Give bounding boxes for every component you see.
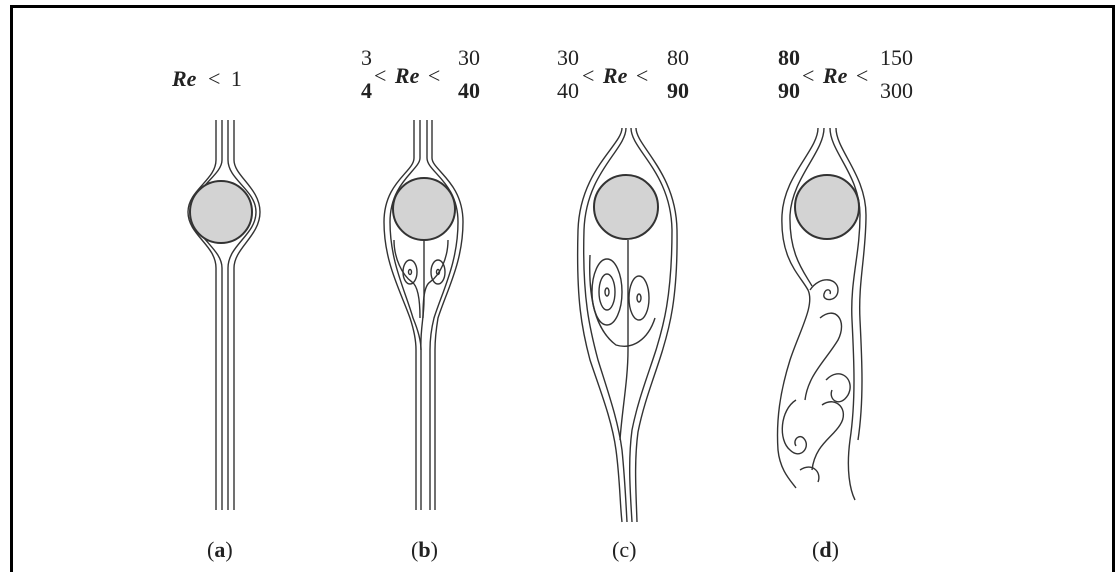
panel-a-re: Re (171, 66, 197, 91)
panel-b-caption-letter: b (418, 537, 430, 562)
panel-c-left-top: 30 (557, 45, 579, 70)
panel-b-condition: 3 4 < Re < 30 40 (361, 45, 480, 103)
panel-a-caption-letter: a (214, 537, 225, 562)
panel-c-condition: 30 40 < Re < 80 90 (557, 45, 689, 103)
panel-b-right-top: 30 (458, 45, 480, 70)
panel-d: 80 90 < Re < 150 300 (778, 45, 914, 562)
panel-b-caption: (b) (411, 537, 438, 562)
panel-d-left-bottom: 90 (778, 78, 800, 103)
panel-b-mid: < Re < (374, 63, 440, 88)
panel-c-right-top: 80 (667, 45, 689, 70)
panel-a-caption: (a) (207, 537, 233, 562)
panel-c-mid: < Re < (582, 63, 648, 88)
panel-a-condition: Re < 1 (171, 66, 242, 91)
panel-c-cylinder (594, 175, 658, 239)
panel-c-eddies (592, 259, 649, 325)
panel-b-cylinder (393, 178, 455, 240)
panel-a-cylinder (190, 181, 252, 243)
panel-a: Re < 1 (a) (171, 66, 260, 562)
panel-a-bound: 1 (231, 66, 242, 91)
panel-b-left-top: 3 (361, 45, 372, 70)
panel-c-right-bottom: 90 (667, 78, 689, 103)
panel-b: 3 4 < Re < 30 40 (361, 45, 480, 562)
panel-d-right-bottom: 300 (880, 78, 913, 103)
panel-a-op: < (208, 66, 220, 91)
panel-d-caption-letter: d (819, 537, 831, 562)
panel-c-caption-letter: c (619, 537, 629, 562)
panel-d-condition: 80 90 < Re < 150 300 (778, 45, 913, 103)
panel-c-left-bottom: 40 (557, 78, 579, 103)
panel-c-caption: (c) (612, 537, 636, 562)
panel-d-right-top: 150 (880, 45, 913, 70)
panel-d-cylinder (795, 175, 859, 239)
panel-d-left-top: 80 (778, 45, 800, 70)
panel-b-right-bottom: 40 (458, 78, 480, 103)
panel-d-caption: (d) (812, 537, 839, 562)
panel-a-streamlines (188, 120, 260, 510)
panel-d-mid: < Re < (802, 63, 868, 88)
panel-b-left-bottom: 4 (361, 78, 372, 103)
panel-c: 30 40 < Re < 80 90 (557, 45, 689, 562)
